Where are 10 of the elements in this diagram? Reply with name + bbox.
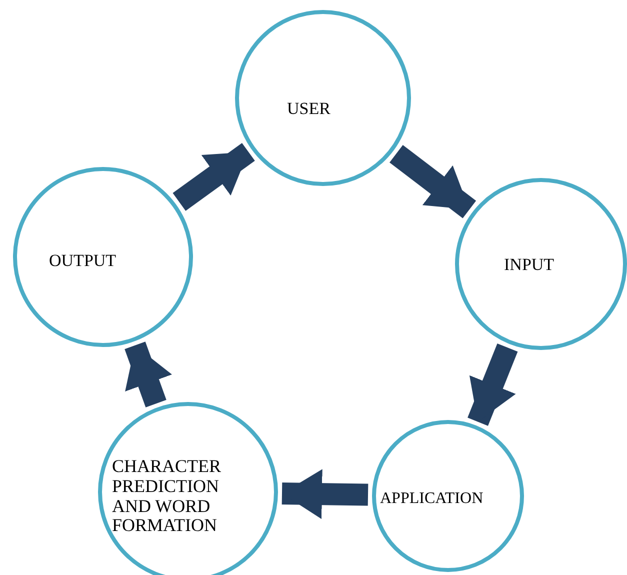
block-arrow: [468, 343, 518, 426]
node-label: CHARACTER PREDICTION AND WORD FORMATION: [112, 457, 222, 536]
node-label: OUTPUT: [49, 252, 118, 271]
block-arrow: [282, 469, 368, 520]
node-label: INPUT: [504, 256, 556, 275]
node-label: USER: [287, 100, 332, 119]
block-arrow: [172, 142, 255, 211]
node-label: APPLICATION: [380, 490, 484, 508]
block-arrow: [124, 342, 172, 408]
block-arrow: [390, 144, 476, 218]
